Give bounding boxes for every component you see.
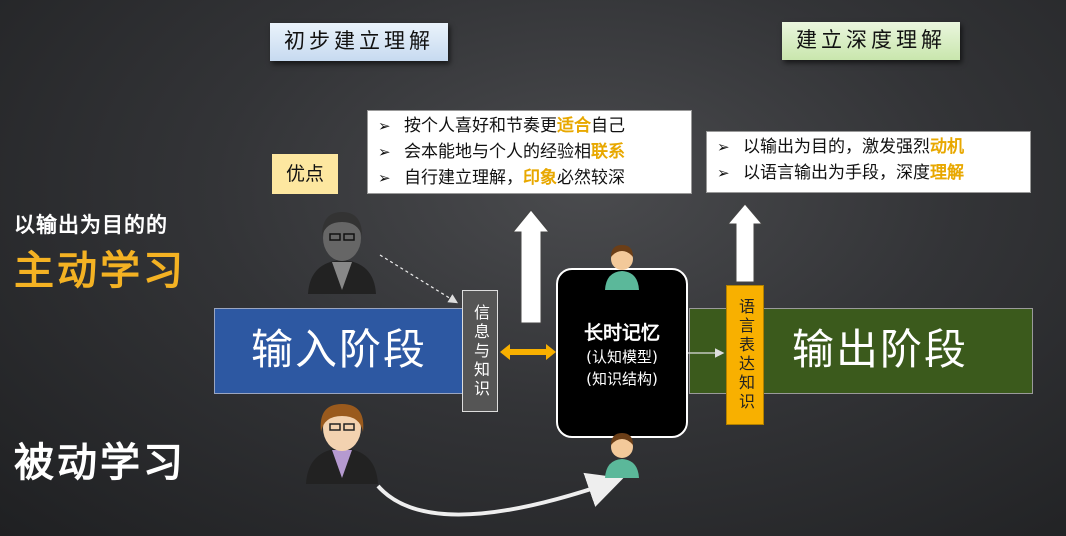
advantage-text: 按个人喜好和节奏更 bbox=[404, 116, 557, 136]
passive-learner-avatar-icon bbox=[306, 404, 378, 484]
memory-top-person-icon bbox=[605, 245, 639, 290]
bullet-arrow-icon: ➢ bbox=[378, 143, 391, 161]
curved-arrow-icon bbox=[376, 472, 624, 517]
advantage-highlight: 适合 bbox=[557, 116, 591, 136]
advantage-item: ➢ 自行建立理解，印象必然较深 bbox=[378, 165, 683, 191]
advantage-text: 自行建立理解， bbox=[404, 168, 523, 188]
long-term-memory-box bbox=[556, 268, 688, 438]
advantage-item: ➢ 以输出为目的，激发强烈动机 bbox=[717, 134, 1022, 160]
memory-subtitle-structure: (知识结构) bbox=[586, 370, 658, 388]
memory-title: 长时记忆 bbox=[583, 322, 660, 344]
advantage-highlight: 印象 bbox=[523, 168, 557, 188]
passive-learning-title: 被动学习 bbox=[14, 440, 186, 486]
advantage-text: 以语言输出为手段，深度 bbox=[743, 163, 930, 183]
merit-tag: 优点 bbox=[272, 154, 338, 194]
advantage-text-end: 自己 bbox=[591, 116, 625, 136]
advantage-text-end: 必然较深 bbox=[557, 168, 625, 188]
bullet-arrow-icon: ➢ bbox=[378, 117, 391, 135]
advantage-highlight: 理解 bbox=[930, 163, 964, 183]
language-expression-box: 语言表达知识 bbox=[726, 285, 764, 425]
bullet-arrow-icon: ➢ bbox=[378, 169, 391, 187]
advantage-text: 以输出为目的，激发强烈 bbox=[743, 137, 930, 157]
double-arrow-icon bbox=[500, 344, 556, 360]
dotted-arrow-icon bbox=[379, 254, 459, 304]
active-learner-avatar-icon bbox=[308, 212, 376, 294]
advantage-highlight: 动机 bbox=[930, 137, 964, 157]
memory-subtitle-cognitive: (认知模型) bbox=[586, 348, 658, 366]
memory-bottom-person-icon bbox=[605, 433, 639, 478]
input-stage-bar bbox=[214, 308, 466, 394]
advantages-right-box: ➢ 以输出为目的，激发强烈动机 ➢ 以语言输出为手段，深度理解 bbox=[706, 131, 1031, 193]
bullet-arrow-icon: ➢ bbox=[717, 164, 730, 182]
active-learning-subtitle: 以输出为目的的 bbox=[14, 213, 168, 237]
info-knowledge-box: 信息与知识 bbox=[462, 290, 498, 412]
output-stage-label: 输出阶段 bbox=[791, 325, 968, 374]
advantage-highlight: 联系 bbox=[591, 142, 625, 162]
up-arrow-right-icon bbox=[726, 203, 764, 283]
input-stage-label: 输入阶段 bbox=[250, 325, 427, 374]
advantage-item: ➢ 会本能地与个人的经验相联系 bbox=[378, 139, 683, 165]
advantage-item: ➢ 按个人喜好和节奏更适合自己 bbox=[378, 113, 683, 139]
initial-understanding-label: 初步建立理解 bbox=[270, 23, 448, 61]
active-learning-title: 主动学习 bbox=[14, 248, 186, 294]
advantages-left-box: ➢ 按个人喜好和节奏更适合自己 ➢ 会本能地与个人的经验相联系 ➢ 自行建立理解，印象… bbox=[367, 110, 692, 194]
deep-understanding-label: 建立深度理解 bbox=[782, 22, 960, 60]
bullet-arrow-icon: ➢ bbox=[717, 138, 730, 156]
up-arrow-left-icon bbox=[511, 209, 551, 324]
advantage-text: 会本能地与个人的经验相 bbox=[404, 142, 591, 162]
advantage-item: ➢ 以语言输出为手段，深度理解 bbox=[717, 160, 1022, 186]
